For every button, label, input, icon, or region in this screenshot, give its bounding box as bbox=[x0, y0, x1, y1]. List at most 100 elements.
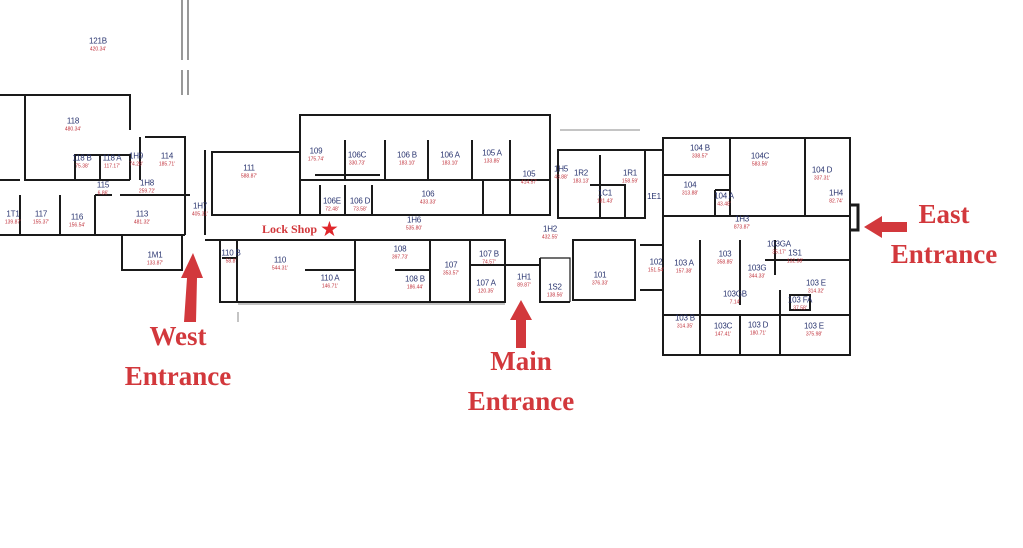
room-number: 107 bbox=[444, 260, 458, 270]
room-area: 338.57' bbox=[691, 153, 709, 160]
room-number: 106 bbox=[421, 189, 435, 199]
room-area: 43.88' bbox=[554, 174, 568, 181]
main-entrance-line-2: Entrance bbox=[467, 386, 575, 416]
room-number: 110 B bbox=[221, 248, 241, 258]
room-area: 37.58' bbox=[793, 305, 807, 312]
west-entrance-line-1: West bbox=[149, 321, 207, 351]
room-area: 433.33' bbox=[419, 199, 437, 206]
room-area: 43.48' bbox=[717, 201, 731, 208]
room-area: 480.34' bbox=[64, 126, 82, 133]
entrance-arrows bbox=[181, 216, 907, 348]
east-entrance-line-1: East bbox=[918, 199, 970, 229]
room-area: 353.57' bbox=[442, 270, 460, 277]
lock-shop-star-icon: ★ bbox=[320, 218, 339, 241]
room-area: 120.35' bbox=[477, 288, 495, 295]
main-entrance-arrow bbox=[510, 300, 532, 348]
room-number: 116 bbox=[70, 212, 84, 222]
room-number: 1C1 bbox=[597, 188, 613, 198]
room-number: 1M1 bbox=[147, 250, 163, 260]
room-area: 138.56' bbox=[546, 292, 564, 299]
room-number: 1H5 bbox=[553, 164, 569, 174]
room-number: 1R2 bbox=[573, 168, 589, 178]
room-number: 1H1 bbox=[516, 272, 532, 282]
room-area: 314.32' bbox=[807, 288, 825, 295]
room-number: 103 E bbox=[806, 278, 826, 288]
room-area: 74.28' bbox=[129, 161, 143, 168]
room-number: 104 bbox=[683, 180, 697, 190]
room-number: 108 bbox=[393, 244, 407, 254]
room-area: 58.8' bbox=[225, 258, 237, 265]
room-number: 104 D bbox=[811, 165, 833, 175]
room-area: 82.74' bbox=[829, 198, 843, 205]
room-number: 121B bbox=[89, 36, 107, 46]
room-area: 481.32' bbox=[133, 219, 151, 226]
room-area: 72.48' bbox=[325, 206, 339, 213]
room-number: 103GA bbox=[767, 239, 791, 249]
room-area: 133.87' bbox=[146, 260, 164, 267]
room-area: 414.57' bbox=[520, 179, 538, 186]
room-area: 583.56' bbox=[751, 161, 769, 168]
room-area: 375.98' bbox=[805, 331, 823, 338]
room-number: 1H6 bbox=[406, 215, 422, 225]
room-area: 181.43' bbox=[596, 198, 614, 205]
room-number: 107 B bbox=[479, 249, 499, 259]
west-entrance-line-2: Entrance bbox=[124, 361, 232, 391]
room-area: 175.74' bbox=[307, 156, 325, 163]
room-number: 118 A bbox=[102, 153, 122, 163]
room-number: 103G bbox=[747, 263, 767, 273]
room-number: 1H9 bbox=[128, 151, 144, 161]
room-area: 185.71' bbox=[158, 161, 176, 168]
room-number: 104C bbox=[750, 151, 770, 161]
lock-shop-label: Lock Shop bbox=[262, 222, 318, 236]
room-area: 314.35' bbox=[676, 323, 694, 330]
room-number: 106 D bbox=[349, 196, 371, 206]
room-number: 110 A bbox=[320, 273, 340, 283]
room-area: 376.33' bbox=[591, 280, 609, 287]
room-label: 1E1 bbox=[647, 193, 661, 203]
room-number: 102 bbox=[649, 257, 663, 267]
room-area: 405.31' bbox=[191, 211, 209, 218]
east-entrance-line-2: Entrance bbox=[890, 239, 998, 269]
room-area: 147.41' bbox=[714, 331, 732, 338]
room-area: 156.54' bbox=[68, 222, 86, 229]
room-area: 133.85' bbox=[483, 158, 501, 165]
room-area: 183.13' bbox=[572, 178, 590, 185]
room-number: 103GB bbox=[723, 289, 747, 299]
room-area: 344.33' bbox=[748, 273, 766, 280]
room-number: 1T1 bbox=[6, 209, 20, 219]
room-number: 108 B bbox=[405, 274, 425, 284]
